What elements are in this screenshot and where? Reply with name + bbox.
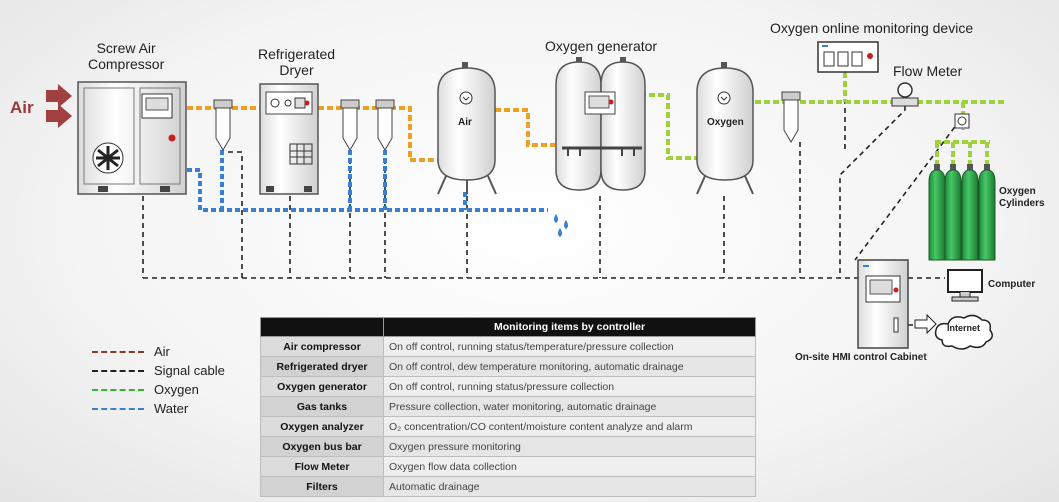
legend-item-oxygen: Oxygen (92, 380, 272, 399)
hmi-control-cabinet (857, 259, 909, 349)
water-drops (554, 214, 568, 237)
table-desc: Oxygen flow data collection (383, 456, 756, 477)
monitoring-device-label: Oxygen online monitoring device (770, 20, 974, 36)
table-desc: O₂ concentration/CO content/moisture con… (383, 416, 756, 437)
oxygen-cylinders-label: Oxygen Cylinders (999, 186, 1045, 209)
air-tank (437, 62, 497, 195)
oxygen-generator-label: Oxygen generator (545, 38, 658, 54)
table-item: Air compressor (260, 336, 384, 357)
air-pipes (187, 106, 555, 162)
legend-item-signal: Signal cable (92, 361, 272, 380)
table-desc: Pressure collection, water monitoring, a… (383, 396, 756, 417)
air-inlet-label: Air (10, 98, 34, 117)
monitoring-table: Monitoring items by controller Air compr… (260, 317, 756, 497)
air-tank-label: Air (458, 117, 472, 128)
fan-icon (92, 142, 124, 174)
table-item: Refrigerated dryer (260, 356, 384, 377)
internet-cloud-icon (934, 314, 993, 350)
legend-label: Air (154, 344, 170, 359)
flow-meter-label: Flow Meter (893, 63, 963, 79)
legend-line-oxygen (92, 388, 144, 391)
air-inlet-arrows (46, 84, 72, 128)
table-item: Oxygen generator (260, 376, 384, 397)
table-item: Oxygen analyzer (260, 416, 384, 437)
table-item: Oxygen bus bar (260, 436, 384, 457)
legend-label: Signal cable (154, 363, 225, 378)
oxygen-tank (696, 62, 754, 195)
internet-label: Internet (947, 323, 981, 333)
oxygen-generator (555, 57, 646, 191)
table-desc: On off control, dew temperature monitori… (383, 356, 756, 377)
oxygen-cylinder (978, 164, 996, 261)
filter-1 (213, 99, 233, 151)
table-header-row: Monitoring items by controller (260, 317, 756, 337)
legend-label: Oxygen (154, 382, 199, 397)
legend-line-water (92, 407, 144, 410)
oxygen-pipes (640, 72, 1005, 170)
refrigerated-dryer (259, 83, 319, 195)
screw-compressor-label: Screw Air Compressor (88, 40, 165, 73)
signal-cable-network (142, 72, 961, 326)
legend-label: Water (154, 401, 189, 416)
oxygen-monitoring-device (817, 41, 879, 73)
filter-2 (340, 99, 360, 151)
oxygen-cylinders (928, 164, 996, 261)
legend-line-signal (92, 369, 144, 372)
water-pipes (187, 150, 548, 212)
computer-icon (947, 269, 983, 302)
hmi-cabinet-label: On-site HMI control Cabinet (795, 352, 927, 363)
table-desc: Oxygen pressure monitoring (383, 436, 756, 457)
filter-3 (375, 99, 395, 151)
table-desc: On off control, running status/pressure … (383, 376, 756, 397)
table-header-blank (260, 317, 384, 337)
legend-line-air (92, 350, 144, 353)
legend-item-water: Water (92, 399, 272, 418)
table-item: Filters (260, 476, 384, 497)
table-item: Gas tanks (260, 396, 384, 417)
dryer-label: Refrigerated Dryer (258, 46, 336, 79)
filter-4 (781, 91, 801, 143)
computer-label: Computer (988, 279, 1036, 290)
oxygen-cylinder (944, 164, 962, 261)
internet-arrow (914, 313, 937, 335)
oxygen-cylinder (928, 164, 946, 261)
table-item: Flow Meter (260, 456, 384, 477)
table-desc: On off control, running status/temperatu… (383, 336, 756, 357)
oxygen-tank-label: Oxygen (707, 117, 744, 128)
legend-item-air: Air (92, 342, 272, 361)
oxygen-cylinder (961, 164, 979, 261)
table-desc: Automatic drainage (383, 476, 756, 497)
legend: Air Signal cable Oxygen Water (92, 342, 272, 418)
flow-meter (891, 82, 919, 107)
table-header-title: Monitoring items by controller (383, 317, 756, 337)
manifold-valve (954, 113, 970, 129)
screw-air-compressor (77, 81, 187, 195)
